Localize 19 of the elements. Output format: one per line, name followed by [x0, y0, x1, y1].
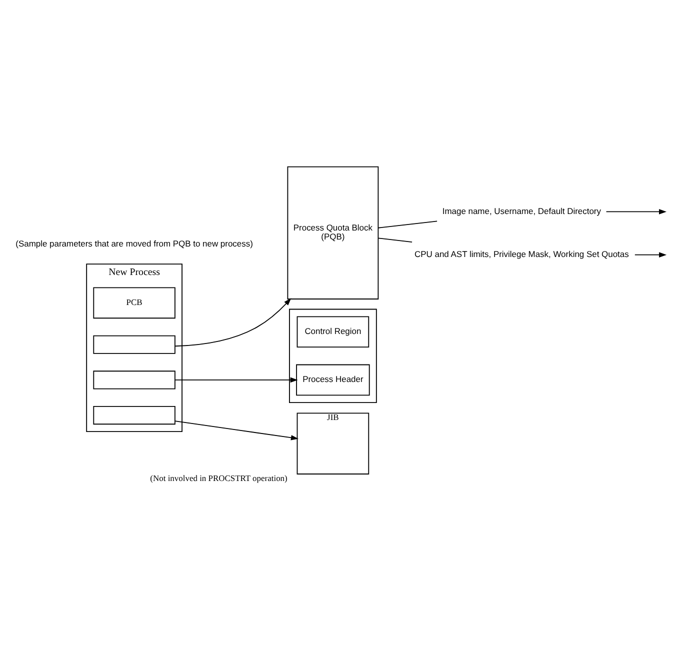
node-box: PCB [93, 286, 176, 318]
node-box: Control Region [296, 316, 370, 348]
node-box [93, 406, 176, 424]
node-text: Image name, Username, Default Directory [442, 205, 602, 216]
node-box [93, 370, 176, 389]
arrow [174, 298, 292, 346]
label: (Sample parameters that are moved from PQB to new process) [16, 238, 253, 248]
arrow [174, 420, 298, 440]
connector [378, 237, 412, 242]
arrow [606, 208, 666, 214]
connector [378, 220, 438, 228]
arrow [174, 376, 298, 382]
node-box: Process Quota Block (PQB) [287, 166, 379, 299]
node-box: Process Header [296, 364, 370, 396]
node-text: CPU and AST limits, Privilege Mask, Working Set Quotas [414, 248, 629, 259]
node-label: (Not involved in PROCSTRT operation) [150, 472, 288, 482]
node-box [93, 334, 176, 354]
arrow [634, 252, 667, 257]
node-box: JIB [296, 412, 370, 474]
